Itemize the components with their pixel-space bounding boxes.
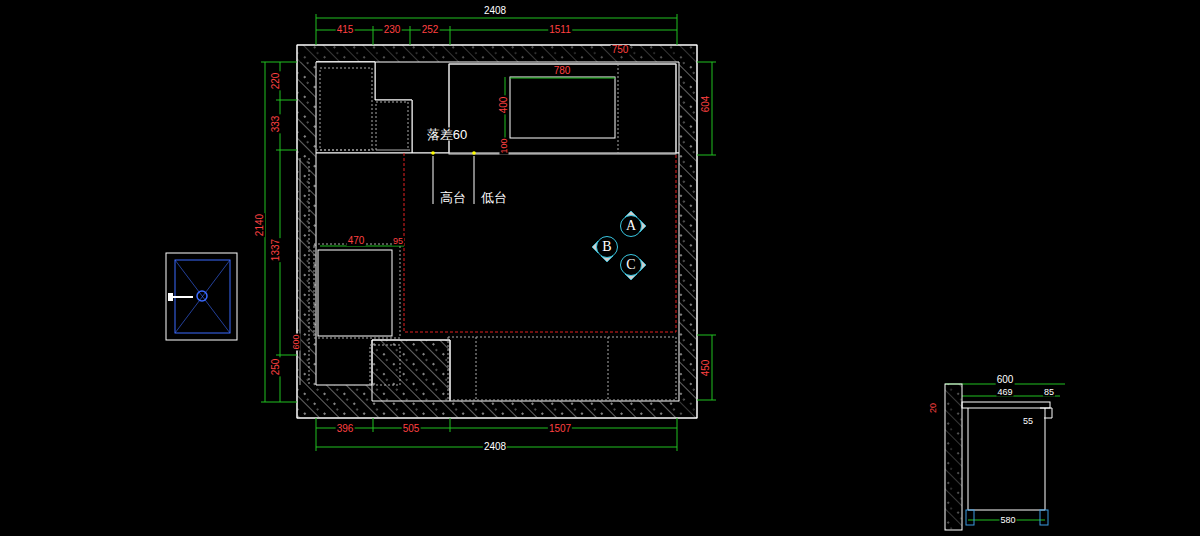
detail-dimension: 85 — [1043, 388, 1055, 397]
dimension: 1507 — [548, 424, 572, 434]
dimension: 600 — [292, 333, 301, 350]
level-label: 高台 — [439, 191, 467, 204]
dimension: 750 — [611, 45, 630, 55]
dimension: 220 — [271, 72, 281, 91]
dimension: 1337 — [271, 238, 281, 262]
dimension-total: 2408 — [483, 442, 507, 452]
detail-dimension: 20 — [929, 402, 938, 414]
marker-letter: A — [626, 219, 636, 233]
dimension: 230 — [383, 25, 402, 35]
view-marker: C — [620, 254, 642, 276]
dimension: 333 — [271, 115, 281, 134]
dimension: 505 — [402, 424, 421, 434]
level-note: 落差60 — [426, 128, 468, 141]
dimension: 396 — [336, 424, 355, 434]
dimension: 95 — [392, 237, 404, 246]
dimension: 400 — [499, 96, 509, 115]
detail-dimension: 55 — [1022, 417, 1034, 426]
dimension: 252 — [421, 25, 440, 35]
detail-dimension: 469 — [996, 388, 1013, 397]
marker-letter: C — [626, 258, 635, 272]
dimension: 450 — [701, 359, 711, 378]
dimension: 250 — [271, 358, 281, 377]
dimension: 470 — [347, 236, 366, 246]
detail-dimension: 600 — [996, 375, 1015, 385]
view-marker: A — [620, 215, 642, 237]
dimension-total: 2408 — [483, 6, 507, 16]
dimension: 780 — [553, 66, 572, 76]
detail-dimension: 580 — [999, 516, 1016, 525]
marker-letter: B — [602, 240, 611, 254]
view-marker: B — [596, 236, 618, 258]
dimension: 604 — [701, 95, 711, 114]
dimension: 415 — [336, 25, 355, 35]
level-label: 低台 — [480, 191, 508, 204]
dimension: 1511 — [548, 25, 572, 35]
dimension: 100 — [500, 137, 509, 154]
dimension-total: 2140 — [255, 213, 265, 237]
